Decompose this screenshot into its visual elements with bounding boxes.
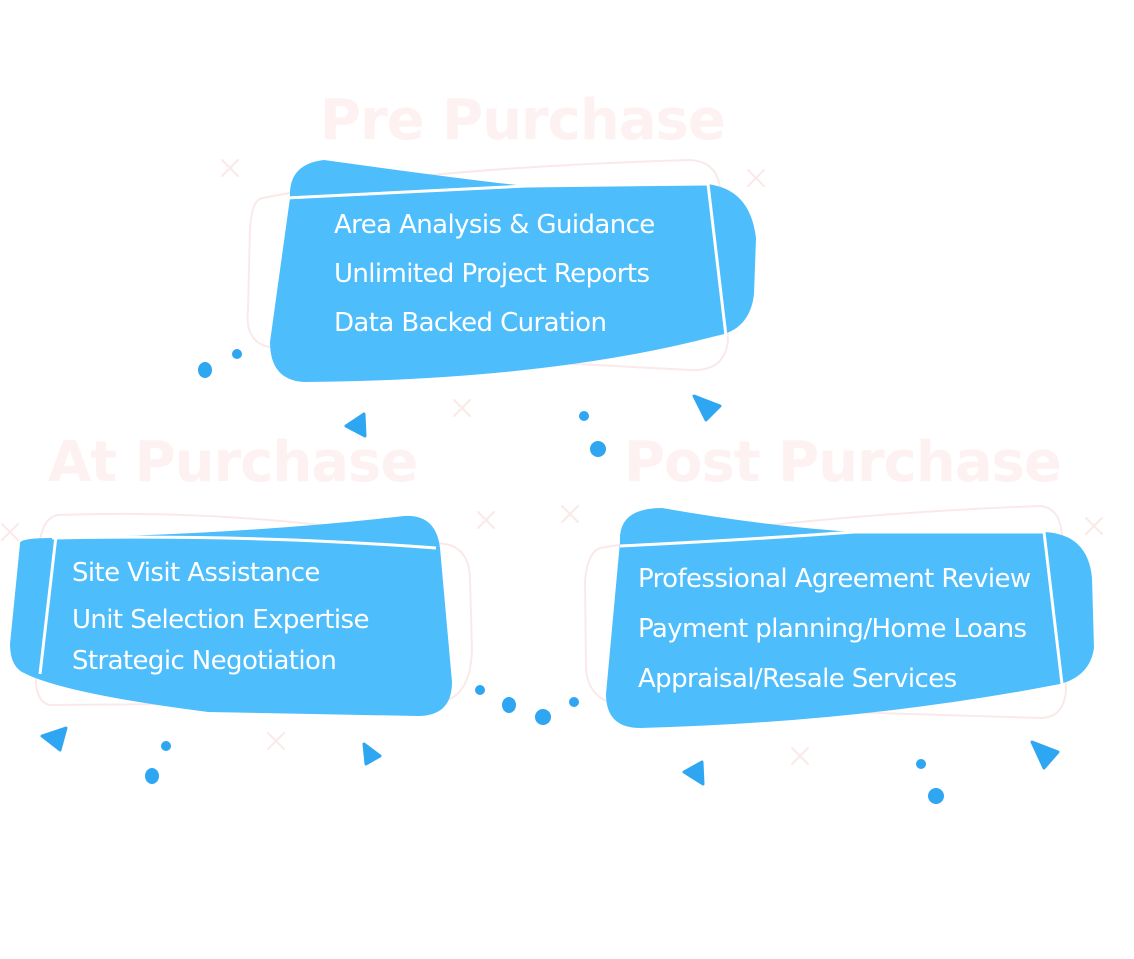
cross-mark: [561, 505, 579, 523]
card-item: Data Backed Curation: [334, 308, 607, 338]
card-item: Site Visit Assistance: [72, 558, 320, 588]
dot: [502, 697, 516, 713]
card-item: Unlimited Project Reports: [334, 259, 650, 289]
card-at-purchase: Site Visit Assistance Unit Selection Exp…: [8, 514, 454, 718]
cross-mark: [477, 511, 495, 529]
cross-mark: [221, 159, 239, 177]
dot: [535, 709, 551, 725]
triangle-mark: [692, 394, 722, 422]
dot: [161, 741, 171, 751]
cross-mark: [1085, 517, 1103, 535]
stage-title-at-purchase: At Purchase: [48, 430, 418, 495]
card-items: Site Visit Assistance Unit Selection Exp…: [72, 558, 369, 687]
dot: [916, 759, 926, 769]
dot: [928, 788, 944, 804]
card-items: Area Analysis & Guidance Unlimited Proje…: [334, 210, 655, 357]
stage-title-pre-purchase: Pre Purchase: [320, 88, 726, 153]
card-shape: [606, 508, 1094, 728]
triangle-mark: [344, 412, 367, 438]
cross-mark: [267, 732, 285, 750]
triangle-mark: [682, 760, 705, 786]
cross-mark: [791, 747, 809, 765]
dot: [590, 441, 606, 457]
card-pre-purchase: Area Analysis & Guidance Unlimited Proje…: [268, 158, 758, 384]
card-item: Area Analysis & Guidance: [334, 210, 655, 240]
card-item: Appraisal/Resale Services: [638, 664, 957, 694]
cross-mark: [1, 523, 19, 541]
card-item: Unit Selection Expertise: [72, 605, 369, 635]
card-items: Professional Agreement Review Payment pl…: [638, 564, 1031, 714]
dot: [475, 685, 485, 695]
card-item: Strategic Negotiation: [72, 646, 337, 676]
card-post-purchase: Professional Agreement Review Payment pl…: [604, 506, 1096, 732]
dot: [232, 349, 242, 359]
cross-mark: [747, 169, 765, 187]
cross-mark: [453, 399, 471, 417]
dot: [569, 697, 579, 707]
dot: [198, 362, 212, 378]
triangle-mark: [1030, 740, 1060, 770]
dot: [579, 411, 589, 421]
triangle-mark: [40, 726, 68, 752]
card-item: Professional Agreement Review: [638, 564, 1031, 594]
dot: [145, 768, 159, 784]
stage-title-post-purchase: Post Purchase: [624, 430, 1062, 495]
card-shape: [270, 160, 756, 382]
card-shape: [10, 515, 452, 716]
triangle-mark: [362, 742, 382, 766]
card-item: Payment planning/Home Loans: [638, 614, 1027, 644]
